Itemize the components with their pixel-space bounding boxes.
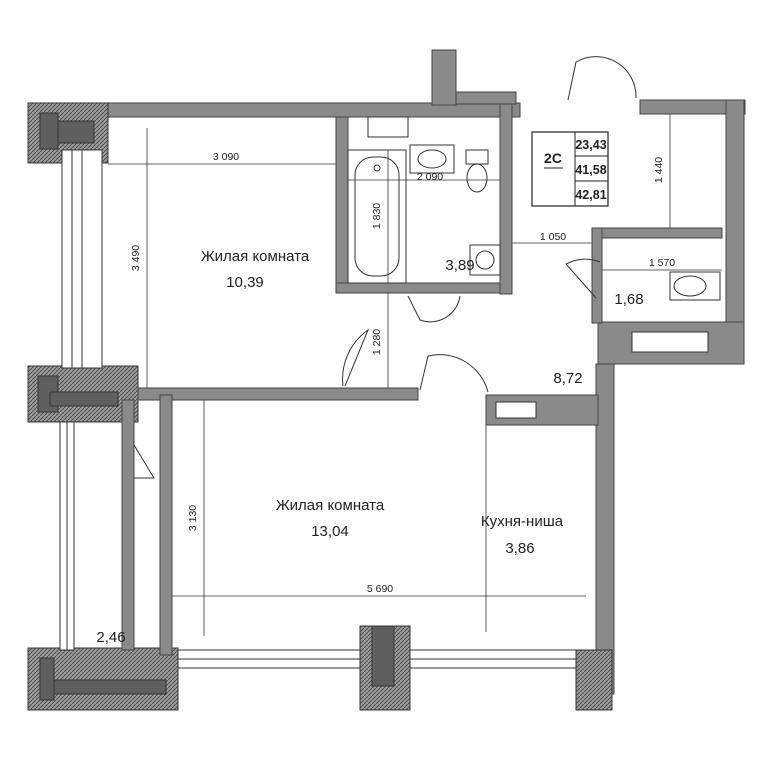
windows xyxy=(59,116,709,669)
walls xyxy=(27,49,746,711)
wc-area: 1,68 xyxy=(614,291,643,308)
balcony-area: 2,46 xyxy=(96,629,125,646)
living-room-1-name: Жилая комната xyxy=(201,248,310,265)
dim-1440: 1 440 xyxy=(653,157,665,183)
dim-1830: 1 830 xyxy=(371,203,383,229)
kitchen-niche-area: 3,86 xyxy=(505,540,534,557)
hall-area: 8,72 xyxy=(553,370,582,387)
dimension-lines xyxy=(108,114,722,636)
apartment-code: 2С xyxy=(544,150,562,166)
bathroom-area: 3,89 xyxy=(445,257,474,274)
dim-2090: 2 090 xyxy=(417,171,443,183)
dim-1280: 1 280 xyxy=(371,329,383,355)
living-room-1-area: 10,39 xyxy=(226,274,264,291)
dim-3490: 3 490 xyxy=(130,245,142,271)
living-room-2-name: Жилая комната xyxy=(276,497,385,514)
total-area-with-balcony: 42,81 xyxy=(575,188,606,202)
dim-1570: 1 570 xyxy=(649,257,675,269)
dim-3130: 3 130 xyxy=(187,505,199,531)
living-area-total: 23,43 xyxy=(575,138,606,152)
kitchen-niche-name: Кухня-ниша xyxy=(481,513,564,530)
toilet xyxy=(465,149,489,165)
doors xyxy=(133,56,637,479)
living-room-2-area: 13,04 xyxy=(311,523,349,540)
total-area: 41,58 xyxy=(575,163,606,177)
dim-1050: 1 050 xyxy=(540,231,566,243)
dim-5690: 5 690 xyxy=(367,583,393,595)
dim-3090: 3 090 xyxy=(213,151,239,163)
apartment-badge: 2С 23,43 41,58 42,81 xyxy=(531,131,609,207)
